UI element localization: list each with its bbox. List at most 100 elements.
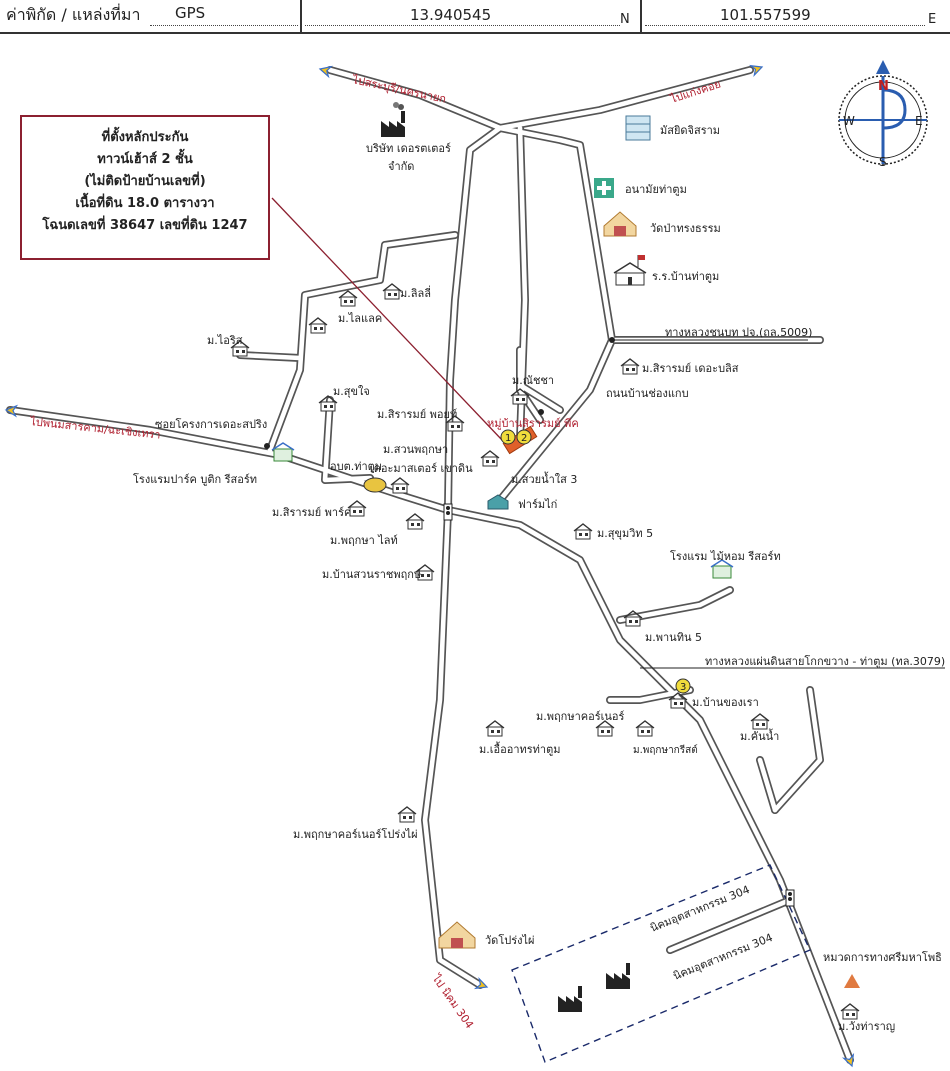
arrow-bottom-center: ไป นิคม 304 [429,971,490,1031]
label-sirarom-bliss: ม.สิรารมย์ เดอะบลิส [642,362,739,375]
info-area: เนื้อที่ดิน 18.0 ตารางวา [75,196,215,211]
latitude-unit: N [620,11,630,27]
label-wat-prong: วัดโปร่งไผ่ [485,933,534,947]
compass-n: N [878,79,889,94]
marker-3: 3 [675,678,691,694]
house-icon [338,290,358,307]
label-soi-bridge: ถนนบ้านช่องแกบ [606,387,689,400]
traffic-light-icon [443,503,453,521]
latitude-value: 13.940545 [410,6,492,24]
label-hotel-maihom: โรงแรม ไม้หอม รีสอร์ท [670,549,781,563]
clinic-icon [594,178,614,198]
coord-label: ค่าพิกัด / แหล่งที่มา [6,4,141,24]
factory-icon [558,986,582,1012]
house-icon [573,523,593,540]
mosque-icon [625,115,651,141]
label-suanna: ม.สวยน้ำใส 3 [511,471,577,486]
svg-text:3: 3 [680,682,686,693]
compass-e: E [915,114,923,128]
label-temple: วัดป่าทรงธรรม [650,222,721,235]
obt-icon [363,477,387,493]
label-phruksa-corner: ม.พฤกษาคอร์เนอร์ [536,710,625,723]
label-sukhumvit5: ม.สุขุมวิท 5 [597,527,653,540]
source-cell: GPS [175,0,205,28]
military-icon [844,974,860,988]
house-icon [390,477,410,494]
coord-label-cell: ค่าพิกัด / แหล่งที่มา [6,0,140,30]
label-ue-athon: ม.เอื้ออาทรท่าตูม [479,741,561,756]
house-icon [595,720,615,737]
label-lili: ม.ลิลลี่ [400,285,431,300]
label-factory: บริษัท เดอรตเตอร์ [366,142,451,155]
house-icon [480,450,500,467]
label-military: หมวดการทางศรีมหาโพธิ [823,950,942,964]
longitude-cell: 101.557599 [720,0,811,30]
compass-w: W [843,114,855,128]
label-sukjai: ม.สุขใจ [333,385,370,398]
label-wang-tharam: ม.วังท่าราญ [838,1020,895,1033]
house-icon [382,283,402,300]
label-sirarom-pt: ม.สิรารมย์ พอยท์ [377,408,457,421]
factory-icon [381,102,405,137]
info-deed: โฉนดเลขที่ 38647 เลขที่ดิน 1247 [42,218,248,233]
label-soi-project: ซอยโครงการเดอะสปริง [155,417,267,431]
label-baan-kong-rao: ม.บ้านของเรา [692,696,759,709]
svg-text:1: 1 [505,433,511,444]
house-icon [308,317,328,334]
coordinate-header: ค่าพิกัด / แหล่งที่มา GPS 13.940545 N 10… [0,0,950,34]
pointer-line [271,197,503,441]
label-target-village: หมู่บ้านสิรารมย์ พีค [487,417,579,430]
label-sirarom-park: ม.สิรารมย์ พาร์ค [272,506,351,519]
label-suan-phruksa: ม.สวนพฤกษา [383,443,448,456]
info-type: ทาวน์เฮ้าส์ 2 ชั้น [97,152,193,167]
label-lilac: ม.ไลแลค [338,312,382,325]
marker-1: 1 [500,429,516,445]
coord-source: GPS [175,4,206,22]
industrial-estate-area [511,864,811,1063]
label-mosque: มัสยิดจิสราม [660,124,720,137]
label-khon-nam: ม.คันน้ำ [740,728,779,743]
label-phruksa-corner-prong: ม.พฤกษาคอร์เนอร์โปร่งไผ่ [293,827,418,841]
label-highway: ทางหลวงแผ่นดินสายโกกขวาง - ท่าตูม (ทล.30… [705,654,945,668]
factory-icon [606,963,630,989]
house-icon [397,806,417,823]
label-clinic: อนามัยท่าตูม [625,183,687,196]
compass-s: S [879,155,887,169]
svg-text:ไปสระบุรี/นครนายก: ไปสระบุรี/นครนายก [350,73,447,106]
house-icon [485,720,505,737]
label-baan-suan: ม.บ้านสวนราชพฤกษ์ [322,568,421,581]
traffic-light-icon [785,889,795,907]
house-icon [635,720,655,737]
label-phruksa-crest: ม.พฤกษากรีสต์ [633,744,698,756]
house-icon [840,1003,860,1020]
house-icon [405,513,425,530]
hotel-maihom-icon [710,559,734,579]
label-the-master: เดอะมาสเตอร์ เขาดิน [370,462,473,475]
label-rural-road: ทางหลวงชนบท ปจ.(ถล.5009) [665,326,812,339]
longitude-unit: E [928,11,937,27]
info-sign: (ไม่ติดป้ายบ้านเลขที่) [84,174,206,189]
label-irish: ม.ไอริส [207,334,243,347]
latitude-cell: 13.940545 [410,0,491,30]
label-obt: อบต.ท่าตูม [330,460,382,473]
label-school: ร.ร.บ้านท่าตูม [652,270,719,283]
compass-icon: N S W E [838,60,928,169]
farm-icon [487,494,509,510]
house-icon [620,358,640,375]
collateral-info-box: ที่ตั้งหลักประกัน ทาวน์เฮ้าส์ 2 ชั้น (ไม… [20,115,270,260]
label-phruksa-light: ม.พฤกษา ไลท์ [330,534,398,547]
label-farm: ฟาร์มไก่ [518,498,557,511]
info-title: ที่ตั้งหลักประกัน [101,130,189,145]
wat-prong-icon [438,921,476,949]
school-icon [613,255,647,286]
longitude-value: 101.557599 [720,6,811,24]
hotel-park-icon [271,442,295,462]
marker-2: 2 [516,429,532,445]
temple-icon [603,211,637,237]
label-estate-1: นิคมอุตสาหกรรม 304 [648,883,751,935]
label-factory2: จำกัด [388,160,414,173]
label-hotel-park: โรงแรมปาร์ค บูติก รีสอร์ท [133,472,257,486]
svg-text:2: 2 [521,433,527,444]
label-chatcha: ม.ณัชชา [512,374,554,387]
